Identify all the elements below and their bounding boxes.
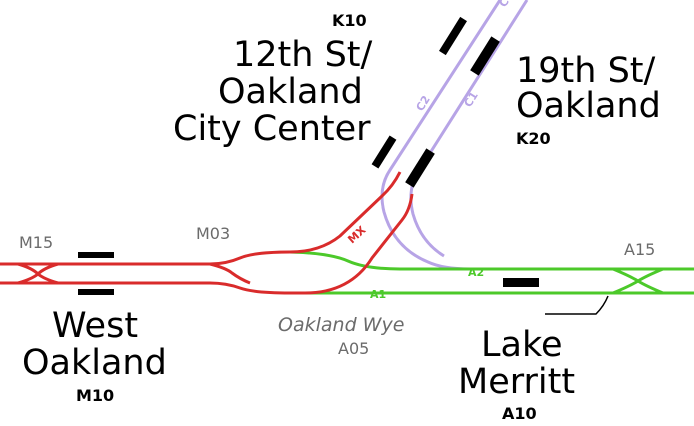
platform-lake-merritt bbox=[503, 278, 539, 287]
c-track-label-top: C bbox=[497, 0, 512, 10]
platform-west-oakland-north bbox=[78, 252, 114, 258]
a1-track-label: A1 bbox=[370, 288, 386, 301]
c1-track bbox=[409, 0, 529, 258]
platform-19th-1 bbox=[470, 36, 500, 76]
platform-12th-1 bbox=[439, 16, 467, 56]
station-name-12th-line3: City Center bbox=[173, 109, 371, 149]
platform-12th-2 bbox=[371, 135, 397, 169]
a-crossover-2 bbox=[612, 267, 664, 295]
c1-track-label: C1 bbox=[462, 89, 481, 109]
junction-code: A05 bbox=[338, 339, 369, 358]
platform-west-oakland-south bbox=[78, 289, 114, 295]
platform-19th-2 bbox=[405, 148, 435, 188]
station-name-19th-line2: Oakland bbox=[516, 86, 661, 126]
platforms bbox=[78, 16, 539, 295]
mx-crossover-left-2 bbox=[17, 262, 59, 285]
junction-name: Oakland Wye bbox=[278, 314, 404, 336]
marker-m15: M15 bbox=[19, 233, 53, 252]
marker-m03: M03 bbox=[196, 224, 230, 243]
mx-track-bottom bbox=[0, 193, 414, 295]
marker-a15: A15 bbox=[624, 240, 655, 259]
mx-line-tracks bbox=[0, 171, 414, 295]
mx-track-top bbox=[0, 171, 402, 266]
station-code-19th: K20 bbox=[516, 129, 551, 148]
a-line-tracks bbox=[289, 250, 694, 295]
station-code-west-oakland: M10 bbox=[76, 386, 114, 405]
mx-crossover-right bbox=[209, 262, 251, 285]
station-name-lake-merritt-line1: Lake bbox=[481, 325, 563, 365]
station-name-west-oakland-line1: West bbox=[52, 306, 138, 346]
station-name-12th-line2: Oakland bbox=[218, 72, 363, 112]
station-name-lake-merritt-line2: Merritt bbox=[458, 362, 575, 402]
station-name-west-oakland-line2: Oakland bbox=[22, 343, 167, 383]
a2-track-label: A2 bbox=[468, 266, 484, 279]
lake-merritt-leader-line bbox=[545, 295, 609, 315]
station-code-12th: K10 bbox=[332, 11, 367, 30]
a2-track bbox=[289, 250, 694, 271]
station-code-lake-merritt: A10 bbox=[502, 404, 537, 423]
station-name-19th-line1: 19th St/ bbox=[516, 51, 656, 91]
station-name-12th-line1: 12th St/ bbox=[233, 35, 373, 75]
